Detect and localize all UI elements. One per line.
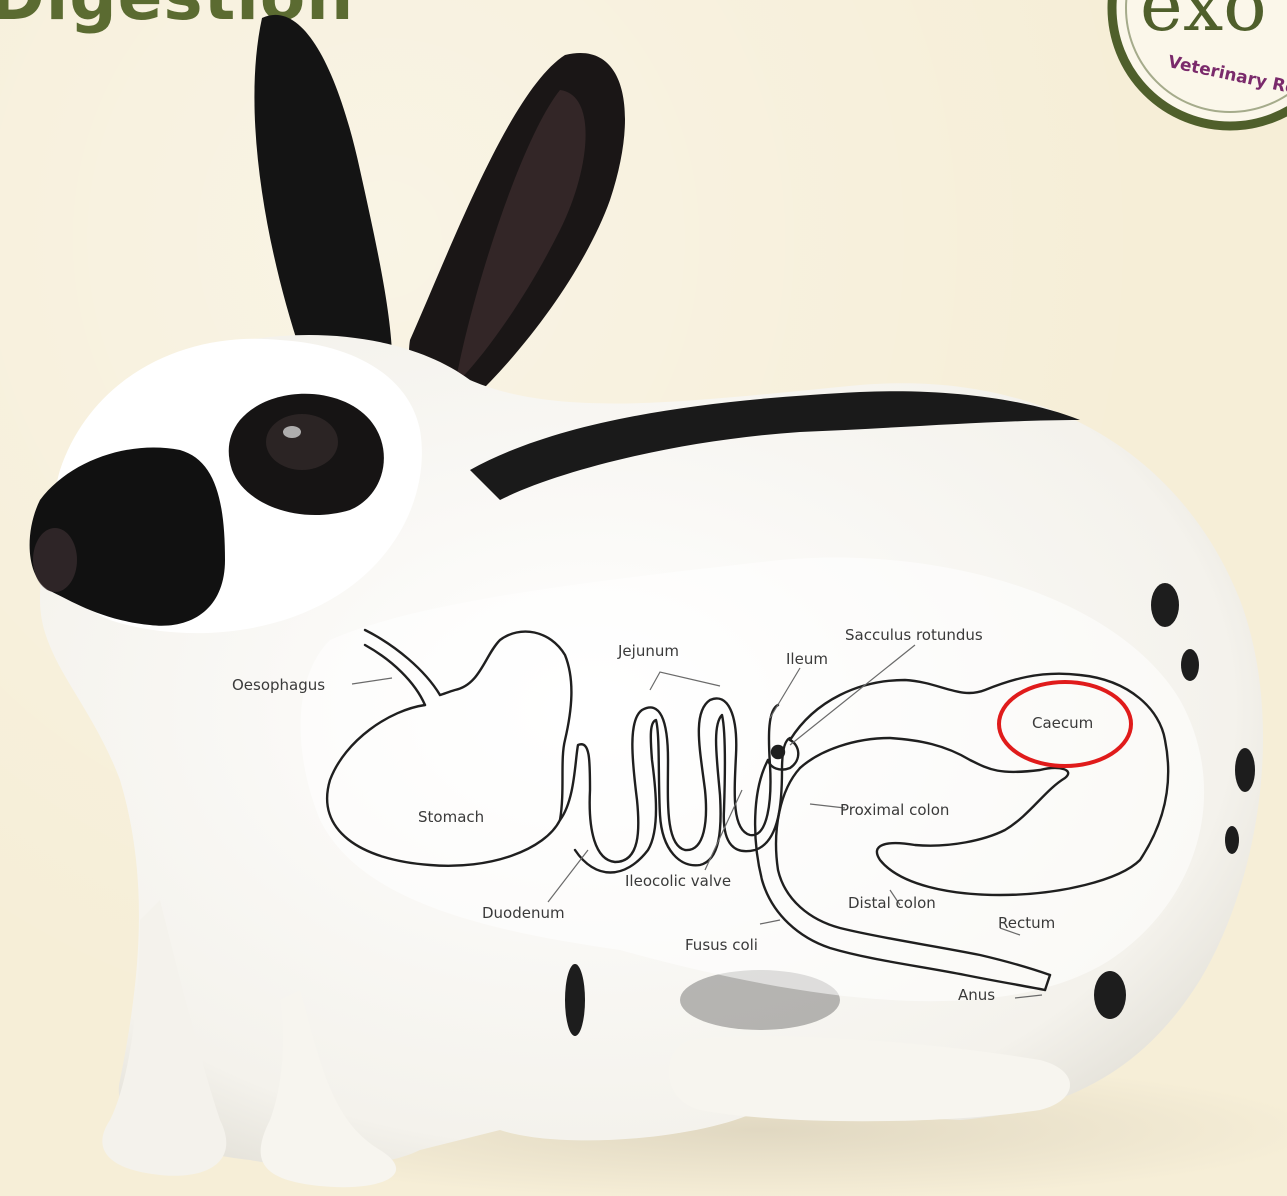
left-ear — [254, 15, 392, 386]
spot — [565, 964, 585, 1036]
spot — [1181, 649, 1199, 681]
spot — [1225, 826, 1239, 854]
spot — [1094, 971, 1126, 1019]
label-caecum: Caecum — [1032, 714, 1093, 732]
label-ileocolic-valve: Ileocolic valve — [625, 872, 731, 890]
label-sacculus-rotundus: Sacculus rotundus — [845, 626, 983, 644]
spot — [1235, 748, 1255, 792]
label-fusus-coli: Fusus coli — [685, 936, 758, 954]
eye-highlight — [283, 426, 301, 438]
spot — [1151, 583, 1179, 627]
eye — [266, 414, 338, 470]
label-distal-colon: Distal colon — [848, 894, 936, 912]
label-jejunum: Jejunum — [617, 642, 679, 660]
label-anus: Anus — [958, 986, 995, 1004]
label-rectum: Rectum — [998, 914, 1055, 932]
sacculus-rotundus — [772, 746, 784, 758]
label-ileum: Ileum — [786, 650, 828, 668]
label-stomach: Stomach — [418, 808, 484, 826]
nose — [33, 528, 77, 592]
label-duodenum: Duodenum — [482, 904, 565, 922]
label-proximal-colon: Proximal colon — [840, 801, 949, 819]
label-oesophagus: Oesophagus — [232, 676, 325, 694]
